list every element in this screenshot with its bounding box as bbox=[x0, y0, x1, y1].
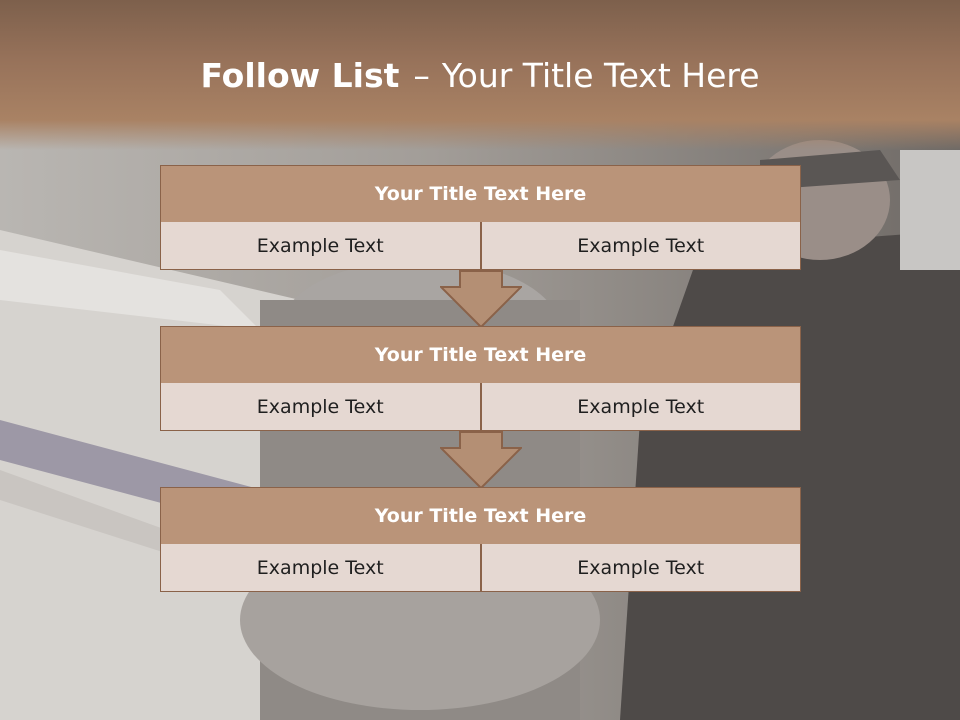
block-title[interactable]: Your Title Text Here bbox=[160, 326, 801, 384]
slide-title: Follow List–Your Title Text Here bbox=[0, 54, 960, 98]
block-title[interactable]: Your Title Text Here bbox=[160, 165, 801, 223]
header-band bbox=[0, 0, 960, 150]
block-row: Example Text Example Text bbox=[160, 383, 801, 431]
slide-title-separator: – bbox=[413, 56, 430, 95]
block-cell-left[interactable]: Example Text bbox=[160, 383, 481, 431]
block-cell-right[interactable]: Example Text bbox=[480, 222, 801, 270]
block-cell-right[interactable]: Example Text bbox=[480, 383, 801, 431]
down-arrow-icon bbox=[440, 431, 522, 489]
slide-title-rest: Your Title Text Here bbox=[441, 56, 760, 95]
block-row: Example Text Example Text bbox=[160, 544, 801, 592]
slide-title-bold: Follow List bbox=[200, 56, 400, 95]
block-cell-right[interactable]: Example Text bbox=[480, 544, 801, 592]
down-arrow-icon bbox=[440, 270, 522, 328]
block-title[interactable]: Your Title Text Here bbox=[160, 487, 801, 545]
block-row: Example Text Example Text bbox=[160, 222, 801, 270]
block-cell-left[interactable]: Example Text bbox=[160, 544, 481, 592]
block-cell-left[interactable]: Example Text bbox=[160, 222, 481, 270]
